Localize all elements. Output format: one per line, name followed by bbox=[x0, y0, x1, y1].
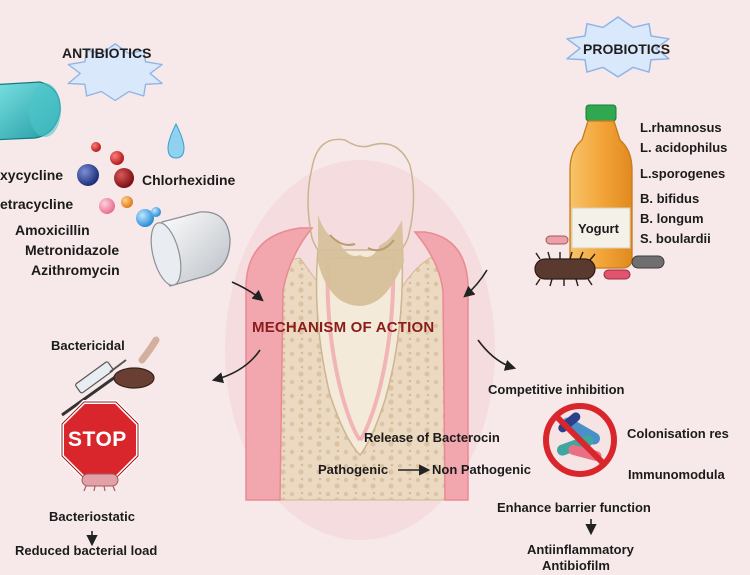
bacteriostatic-label: Bacteriostatic bbox=[49, 509, 135, 524]
stop-text: STOP bbox=[68, 428, 127, 452]
teal-capsule bbox=[0, 82, 61, 140]
drug-chlorhexidine: Chlorhexidine bbox=[142, 172, 235, 188]
strain-boulardii: S. boulardii bbox=[640, 231, 711, 246]
drug-tetracycline: etracycline bbox=[0, 196, 73, 212]
bacterocin-label: Release of Bacterocin bbox=[364, 430, 500, 445]
drug-doxycycline: xycycline bbox=[0, 167, 63, 183]
immunomodulation-label: Immunomodula bbox=[628, 467, 725, 482]
pathogenic-label: Pathogenic bbox=[318, 462, 388, 477]
static-bacterium-icon bbox=[82, 474, 118, 491]
non-pathogenic-label: Non Pathogenic bbox=[432, 462, 531, 477]
strain-sporogenes: L.sporogenes bbox=[640, 166, 725, 181]
bactericidal-label: Bactericidal bbox=[51, 338, 125, 353]
drug-metronidazole: Metronidazole bbox=[25, 242, 119, 258]
antiinflammatory-label: Antiinflammatory bbox=[527, 542, 634, 557]
antibiofilm-label: Antibiofilm bbox=[542, 558, 610, 573]
drug-azithromycin: Azithromycin bbox=[31, 262, 120, 278]
strain-bifidus: B. bifidus bbox=[640, 191, 699, 206]
barrier-function-label: Enhance barrier function bbox=[497, 500, 651, 515]
grey-capsule bbox=[146, 212, 230, 288]
reduced-load-label: Reduced bacterial load bbox=[15, 543, 157, 558]
strain-rhamnosus: L.rhamnosus bbox=[640, 120, 722, 135]
drug-amoxicillin: Amoxicillin bbox=[15, 222, 90, 238]
competitive-inhibition-label: Competitive inhibition bbox=[488, 382, 625, 397]
bottle-label: Yogurt bbox=[578, 221, 619, 236]
probiotics-heading: PROBIOTICS bbox=[583, 41, 670, 57]
strain-acidophilus: L. acidophilus bbox=[640, 140, 727, 155]
strain-longum: B. longum bbox=[640, 211, 704, 226]
yogurt-bottle bbox=[570, 105, 632, 268]
no-pathogens-icon bbox=[546, 406, 614, 474]
antibiotics-heading: ANTIBIOTICS bbox=[62, 45, 151, 61]
colonisation-label: Colonisation res bbox=[627, 426, 729, 441]
tooth-illustration bbox=[225, 139, 495, 540]
mechanism-title: MECHANISM OF ACTION bbox=[252, 319, 434, 336]
drop-icon bbox=[168, 124, 184, 158]
